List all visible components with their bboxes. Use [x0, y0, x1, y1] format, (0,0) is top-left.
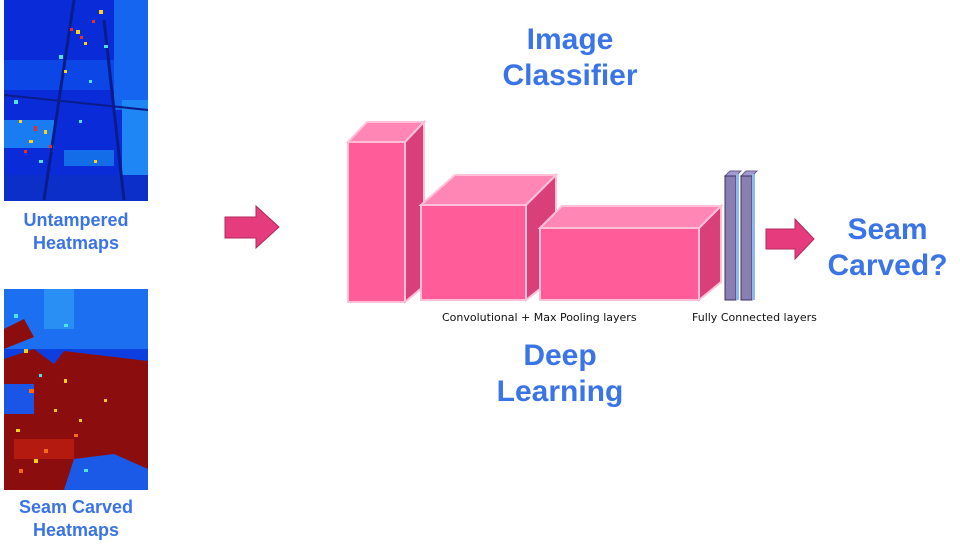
- seam-carved-heatmap-image: [4, 289, 148, 490]
- fc-layer-1: [723, 170, 743, 301]
- fc-layer-2: [739, 170, 759, 301]
- seam-caption-line2: Heatmaps: [32, 520, 120, 540]
- conv-pooling-label: Convolutional + Max Pooling layers: [442, 311, 637, 324]
- conv-block-2: [418, 172, 559, 303]
- deep-learning-title: Deep Learning: [460, 338, 660, 410]
- output-question-label: Seam Carved?: [815, 212, 960, 284]
- untampered-heatmap-image: [4, 0, 148, 201]
- untampered-heatmaps-caption: Untampered Heatmaps: [0, 209, 152, 255]
- untampered-caption-line1: Untampered: [23, 210, 129, 230]
- output-line1: Seam: [847, 213, 928, 246]
- output-line2: Carved?: [827, 249, 948, 282]
- conv-block-1: [345, 119, 427, 305]
- image-classifier-title-line2: Classifier: [502, 59, 638, 92]
- seam-carved-heatmaps-caption: Seam Carved Heatmaps: [0, 496, 152, 542]
- input-arrow: [224, 204, 280, 250]
- untampered-caption-line2: Heatmaps: [32, 233, 120, 253]
- untampered-heatmap-graphic: [4, 0, 148, 201]
- image-classifier-title: Image Classifier: [470, 22, 670, 94]
- fully-connected-label: Fully Connected layers: [692, 311, 817, 324]
- deep-learning-title-line2: Learning: [496, 375, 624, 408]
- output-arrow: [765, 217, 815, 261]
- seam-carved-heatmap-graphic: [4, 289, 148, 490]
- conv-block-3: [537, 203, 724, 303]
- deep-learning-title-line1: Deep: [523, 339, 597, 372]
- seam-caption-line1: Seam Carved: [18, 497, 134, 517]
- image-classifier-title-line1: Image: [526, 23, 614, 56]
